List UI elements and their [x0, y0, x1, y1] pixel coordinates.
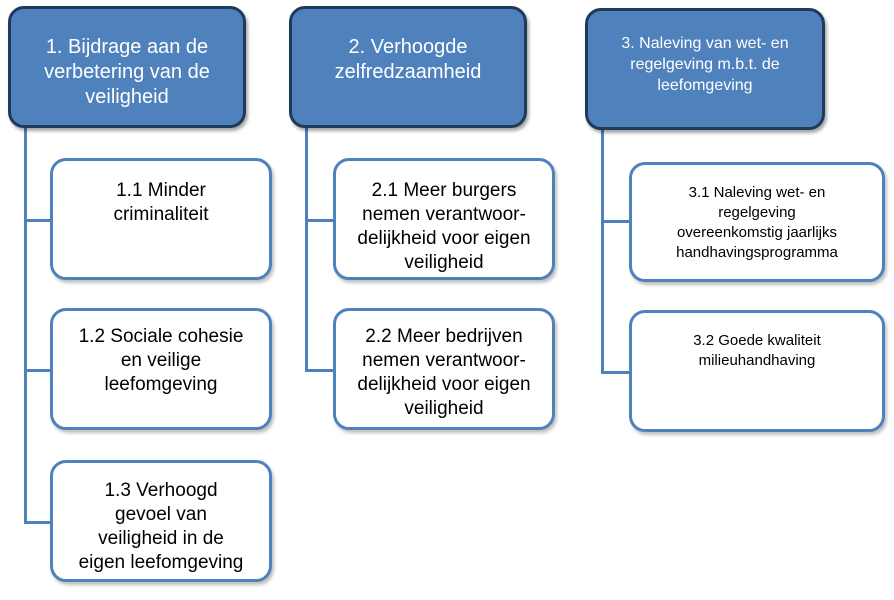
- goal-3-title: 3. Naleving van wet- en regelgeving m.b.…: [621, 35, 789, 94]
- connector-subgoal-2-1: [305, 219, 333, 222]
- subgoal-3-1-box: 3.1 Naleving wet- en regelgeving overeen…: [629, 162, 885, 282]
- connector-subgoal-3-1: [601, 220, 629, 223]
- subgoal-1-3-label: 1.3 Verhoogd gevoel van veiligheid in de…: [78, 480, 244, 573]
- goal-1-box: 1. Bijdrage aan de verbetering van de ve…: [8, 6, 246, 128]
- subgoal-2-2-label: 2.2 Meer bedrijven nemen verantwoor- del…: [357, 326, 531, 419]
- goal-2-box: 2. Verhoogde zelfredzaamheid: [289, 6, 527, 128]
- connector-subgoal-1-3: [24, 521, 50, 524]
- subgoal-3-1-label: 3.1 Naleving wet- en regelgeving overeen…: [676, 184, 838, 261]
- connector-subgoal-1-2: [24, 369, 50, 372]
- connector-subgoal-3-2: [601, 371, 629, 374]
- connector-goal-3-vertical: [601, 130, 604, 374]
- subgoal-2-1-label: 2.1 Meer burgers nemen verantwoor- delij…: [357, 180, 531, 273]
- connector-subgoal-1-1: [24, 219, 50, 222]
- subgoal-2-2-box: 2.2 Meer bedrijven nemen verantwoor- del…: [333, 308, 555, 430]
- goal-2-title: 2. Verhoogde zelfredzaamheid: [334, 36, 482, 83]
- subgoal-3-2-label: 3.2 Goede kwaliteit milieuhandhaving: [693, 332, 821, 369]
- subgoal-1-2-label: 1.2 Sociale cohesie en veilige leefomgev…: [78, 326, 244, 395]
- subgoal-1-3-box: 1.3 Verhoogd gevoel van veiligheid in de…: [50, 460, 272, 582]
- goal-1-title: 1. Bijdrage aan de verbetering van de ve…: [44, 36, 210, 108]
- goal-3-box: 3. Naleving van wet- en regelgeving m.b.…: [585, 8, 825, 130]
- subgoal-3-2-box: 3.2 Goede kwaliteit milieuhandhaving: [629, 310, 885, 432]
- subgoal-1-1-label: 1.1 Minder criminaliteit: [113, 180, 209, 225]
- subgoal-1-1-box: 1.1 Minder criminaliteit: [50, 158, 272, 280]
- subgoal-2-1-box: 2.1 Meer burgers nemen verantwoor- delij…: [333, 158, 555, 280]
- connector-goal-2-vertical: [305, 128, 308, 372]
- subgoal-1-2-box: 1.2 Sociale cohesie en veilige leefomgev…: [50, 308, 272, 430]
- connector-goal-1-vertical: [24, 128, 27, 524]
- connector-subgoal-2-2: [305, 369, 333, 372]
